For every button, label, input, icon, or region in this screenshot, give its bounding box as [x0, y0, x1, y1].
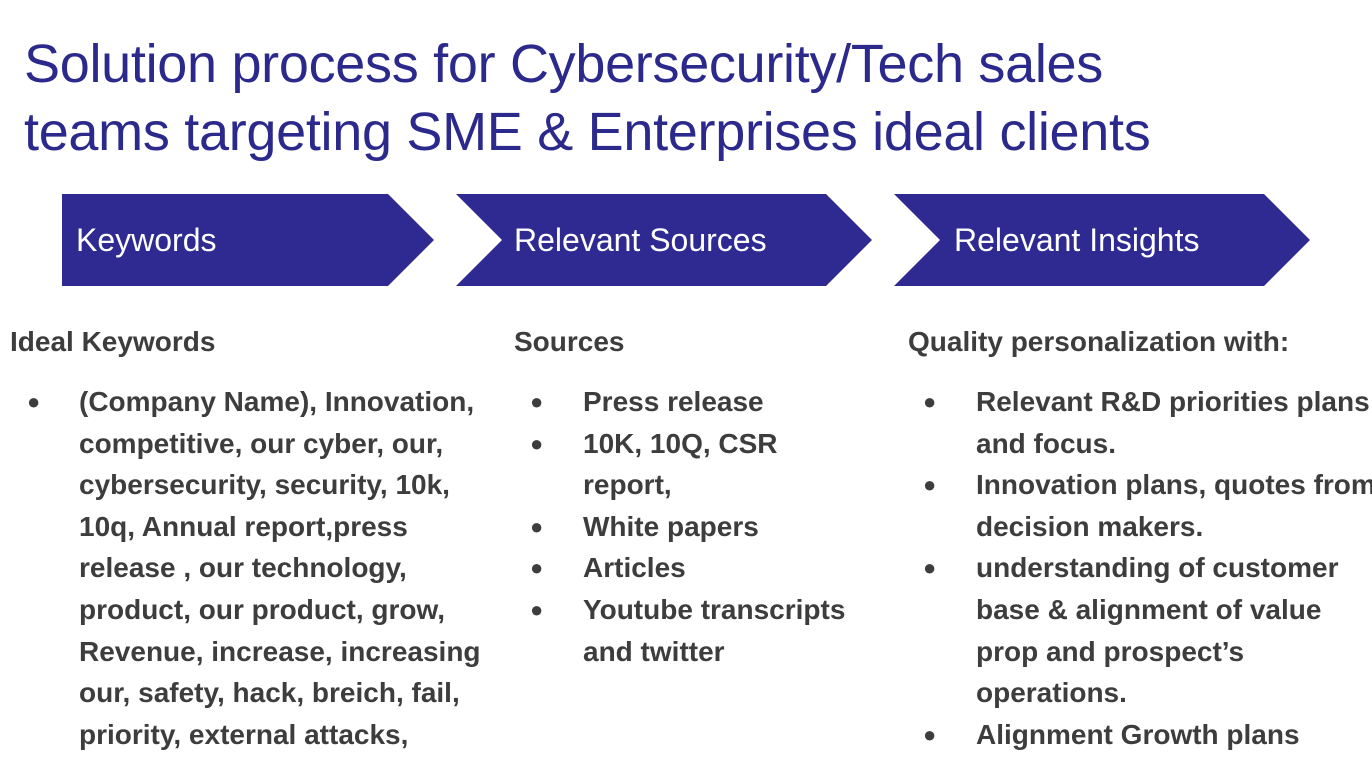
list-item-text: Innovation plans, quotes from decision m… — [976, 469, 1372, 542]
list-item-text: Youtube transcripts and twitter — [583, 593, 846, 667]
bullet-icon: ● — [530, 389, 544, 414]
list-item-text: Press release — [583, 386, 764, 417]
list-item: ● (Company Name), Innovation, competitive… — [27, 381, 499, 755]
bullet-list: ● (Company Name), Innovation, competitive… — [10, 381, 499, 755]
list-item: ● 10K, 10Q, CSR report, — [530, 423, 873, 506]
keywords-column: Ideal Keywords ● (Company Name), Innovati… — [10, 322, 499, 755]
list-item-text: understanding of customer base & alignme… — [976, 552, 1339, 709]
list-item: ● Articles — [530, 547, 873, 589]
column-heading: Ideal Keywords — [10, 326, 216, 357]
list-item: ● Alignment Growth plans — [923, 714, 1372, 756]
list-item-text: (Company Name), Innovation, competitive,… — [79, 386, 481, 750]
list-item: ● Youtube transcripts and twitter — [530, 589, 873, 672]
insights-column: Quality personalization with: ● Relevant … — [908, 322, 1372, 755]
bullet-icon: ● — [530, 513, 544, 539]
list-item: ● understanding of customer base & alignm… — [923, 547, 1372, 713]
step-relevant-insights: Relevant Insights — [894, 194, 1310, 286]
step-keywords: Keywords — [62, 194, 434, 286]
list-item-text: Articles — [583, 552, 686, 584]
list-item: ● Press release — [530, 381, 873, 423]
step-relevant-sources: Relevant Sources — [456, 194, 872, 286]
list-item-text: White papers — [583, 510, 759, 542]
bullet-icon: ● — [27, 389, 41, 414]
bullet-icon: ● — [923, 389, 937, 414]
title-line-1: Solution process for Cybersecurity/Tech … — [24, 34, 1103, 94]
list-item: ● Innovation plans, quotes from decision … — [923, 464, 1372, 547]
list-item-text: 10K, 10Q, CSR report, — [583, 427, 778, 501]
bullet-icon: ● — [923, 555, 937, 581]
bullet-list: ● Relevant R&D priorities plans and focus… — [908, 381, 1372, 755]
bullet-icon: ● — [530, 555, 544, 581]
bullet-icon: ● — [530, 596, 544, 622]
bullet-icon: ● — [923, 472, 937, 498]
sources-column: Sources ● Press release ● 10K, 10Q, CSR re… — [514, 322, 873, 672]
column-heading: Sources — [514, 326, 625, 357]
list-item-text: Relevant R&D priorities plans and focus. — [976, 386, 1370, 459]
column-heading: Quality personalization with: — [908, 326, 1290, 357]
list-item-text: Alignment Growth plans — [976, 718, 1300, 750]
list-item: ● Relevant R&D priorities plans and focus… — [923, 381, 1372, 464]
page-title: Solution process for Cybersecurity/Tech … — [24, 30, 1354, 166]
list-item: ● White papers — [530, 506, 873, 548]
title-line-2: teams targeting SME & Enterprises ideal … — [24, 102, 1151, 162]
bullet-icon: ● — [530, 430, 544, 456]
bullet-icon: ● — [923, 721, 937, 747]
bullet-list: ● Press release ● 10K, 10Q, CSR report, ● W… — [514, 381, 873, 672]
